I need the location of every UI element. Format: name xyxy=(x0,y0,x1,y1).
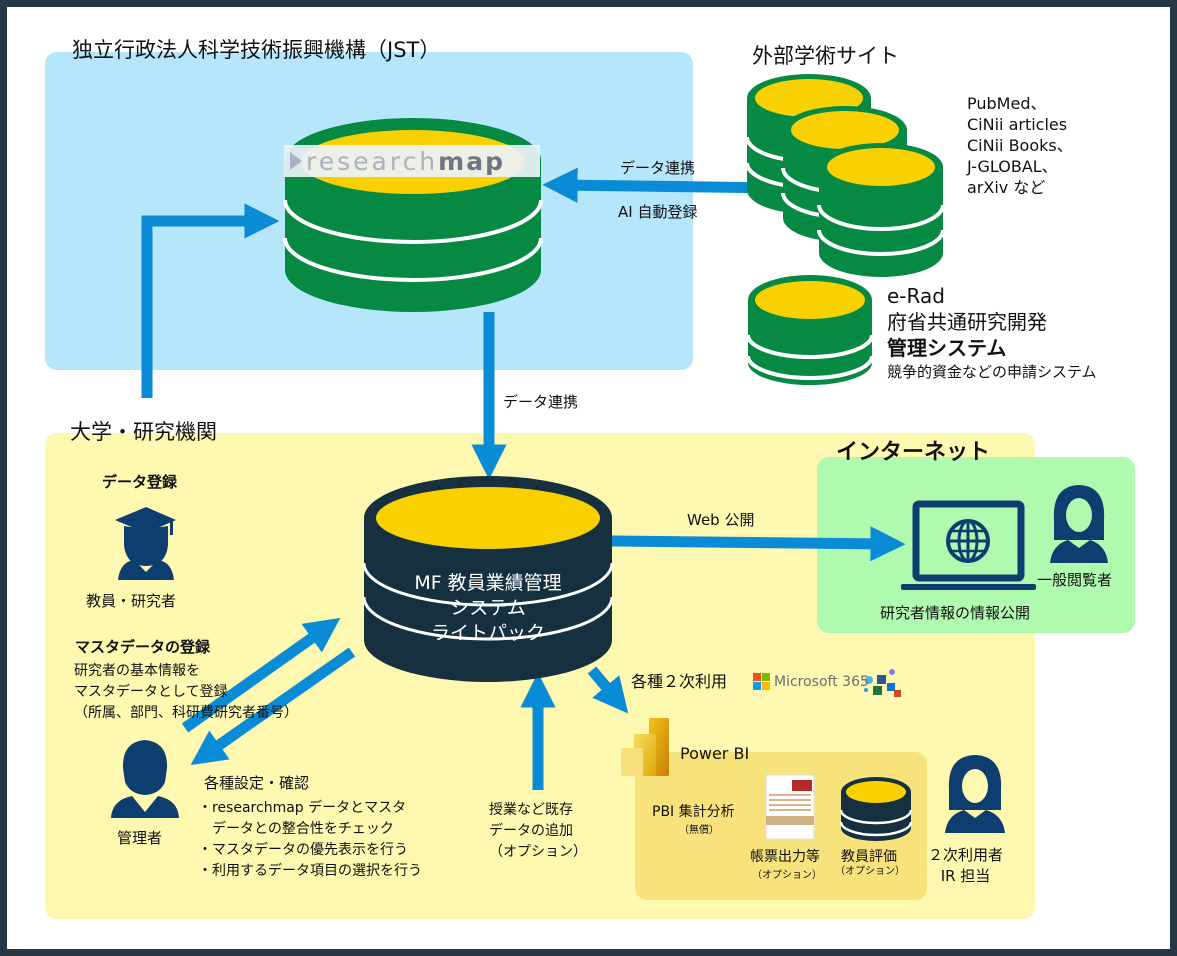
erad-name: e-Rad xyxy=(887,284,945,308)
powerbi-title: Power BI xyxy=(680,744,750,763)
existing-data-line: データの追加 xyxy=(489,823,573,839)
secondary-user-line: IR 担当 xyxy=(940,867,991,885)
arrow-researcher-to-rm xyxy=(141,203,280,398)
secondary-use-label: 各種２次利用 xyxy=(631,672,728,691)
researcher-icon xyxy=(115,507,176,580)
external-database-icon xyxy=(817,143,945,277)
external-sites-list: PubMed、 CiNii articles CiNii Books、 J-GL… xyxy=(967,93,1073,198)
master-line: 研究者の基本情報を xyxy=(74,663,200,679)
external-title: 外部学術サイト xyxy=(752,44,899,68)
faculty-eval-database-icon xyxy=(839,777,913,841)
admin-icon xyxy=(111,740,179,818)
secondary-user-line: ２次利用者 xyxy=(928,846,1004,864)
settings-item: ・マスタデータの優先表示を行う xyxy=(198,842,408,858)
arrow-secondary-use xyxy=(587,666,629,714)
arrow-master-register xyxy=(181,617,341,733)
pbi-analysis-label: PBI 集計分析 xyxy=(652,804,735,820)
master-heading: マスタデータの登録 xyxy=(75,638,211,656)
report-label: 帳票出力等 xyxy=(750,849,820,865)
microsoft365-label: Microsoft 365 xyxy=(774,674,869,690)
mf-system-label: MF 教員業績管理 システム ライトパック xyxy=(364,571,612,646)
erad-line: 管理システム xyxy=(887,336,1007,360)
existing-data-label: 授業など既存 データの追加 （オプション） xyxy=(489,800,587,863)
erad-sub: 競争的資金などの申請システム xyxy=(887,363,1097,381)
arrow-settings xyxy=(190,647,356,766)
internet-title: インターネット xyxy=(836,440,991,465)
data-link-label-vertical: データ連携 xyxy=(503,393,579,411)
master-description: 研究者の基本情報を マスタデータとして登録 （所属、部門、科研費研究者番号） xyxy=(74,661,298,724)
m365-apps-icon xyxy=(864,669,901,697)
external-site-item: PubMed、 xyxy=(967,94,1047,113)
web-publish-label: Web 公開 xyxy=(687,511,755,529)
ai-auto-register-label: AI 自動登録 xyxy=(618,203,698,221)
settings-list: ・researchmap データとマスタ データとの整合性をチェック ・マスタデ… xyxy=(198,798,422,882)
mf-system-line: ライトパック xyxy=(430,622,545,644)
researchmap-logo-dark: map xyxy=(438,146,505,176)
mf-system-line: システム xyxy=(450,597,526,619)
erad-database-icon xyxy=(746,275,874,385)
pbi-analysis-sub: （無償） xyxy=(679,825,719,836)
settings-item: ・researchmap データとマスタ xyxy=(198,800,407,816)
powerbi-logo-icon xyxy=(621,718,669,776)
settings-item: ・利用するデータ項目の選択を行う xyxy=(198,863,422,879)
eval-sub: （オプション） xyxy=(835,866,905,877)
internet-caption: 研究者情報の情報公開 xyxy=(880,604,1031,622)
secondary-user-icon xyxy=(945,755,1005,833)
eval-label: 教員評価 xyxy=(841,849,897,865)
existing-data-line: （オプション） xyxy=(489,844,587,860)
viewer-label: 一般閲覧者 xyxy=(1037,571,1113,589)
report-thumbnail-icon xyxy=(765,774,815,840)
university-title: 大学・研究機関 xyxy=(70,420,217,444)
external-site-item: arXiv など xyxy=(967,178,1046,197)
jst-title: 独立行政法人科学技術振興機構（JST） xyxy=(72,38,441,62)
researcher-label: 教員・研究者 xyxy=(86,592,177,610)
mf-system-line: MF 教員業績管理 xyxy=(414,572,562,594)
report-sub: （オプション） xyxy=(752,870,822,881)
erad-line: 府省共通研究開発 xyxy=(887,310,1047,334)
existing-data-line: 授業など既存 xyxy=(489,802,573,818)
researchmap-logo-light: research xyxy=(306,146,439,176)
external-site-item: J-GLOBAL、 xyxy=(967,157,1058,176)
admin-label: 管理者 xyxy=(117,829,163,847)
laptop-globe-icon xyxy=(901,500,1036,590)
master-line: （所属、部門、科研費研究者番号） xyxy=(74,705,298,721)
mf-system-database-icon xyxy=(362,476,614,682)
arrow-web-publish xyxy=(611,526,906,562)
microsoft-logo-icon xyxy=(753,673,770,690)
data-link-label-top: データ連携 xyxy=(620,159,696,177)
data-register-heading: データ登録 xyxy=(102,473,178,491)
master-line: マスタデータとして登録 xyxy=(74,684,228,700)
external-site-item: CiNii Books、 xyxy=(967,136,1073,155)
external-site-item: CiNii articles xyxy=(967,115,1068,134)
erad-text: e-Rad 府省共通研究開発 管理システム 競争的資金などの申請システム xyxy=(887,283,1097,383)
play-icon xyxy=(290,152,302,170)
settings-item: データとの整合性をチェック xyxy=(198,821,394,837)
settings-heading: 各種設定・確認 xyxy=(204,774,310,792)
viewer-icon xyxy=(1050,485,1108,563)
secondary-user-label: ２次利用者 IR 担当 xyxy=(928,845,1003,887)
